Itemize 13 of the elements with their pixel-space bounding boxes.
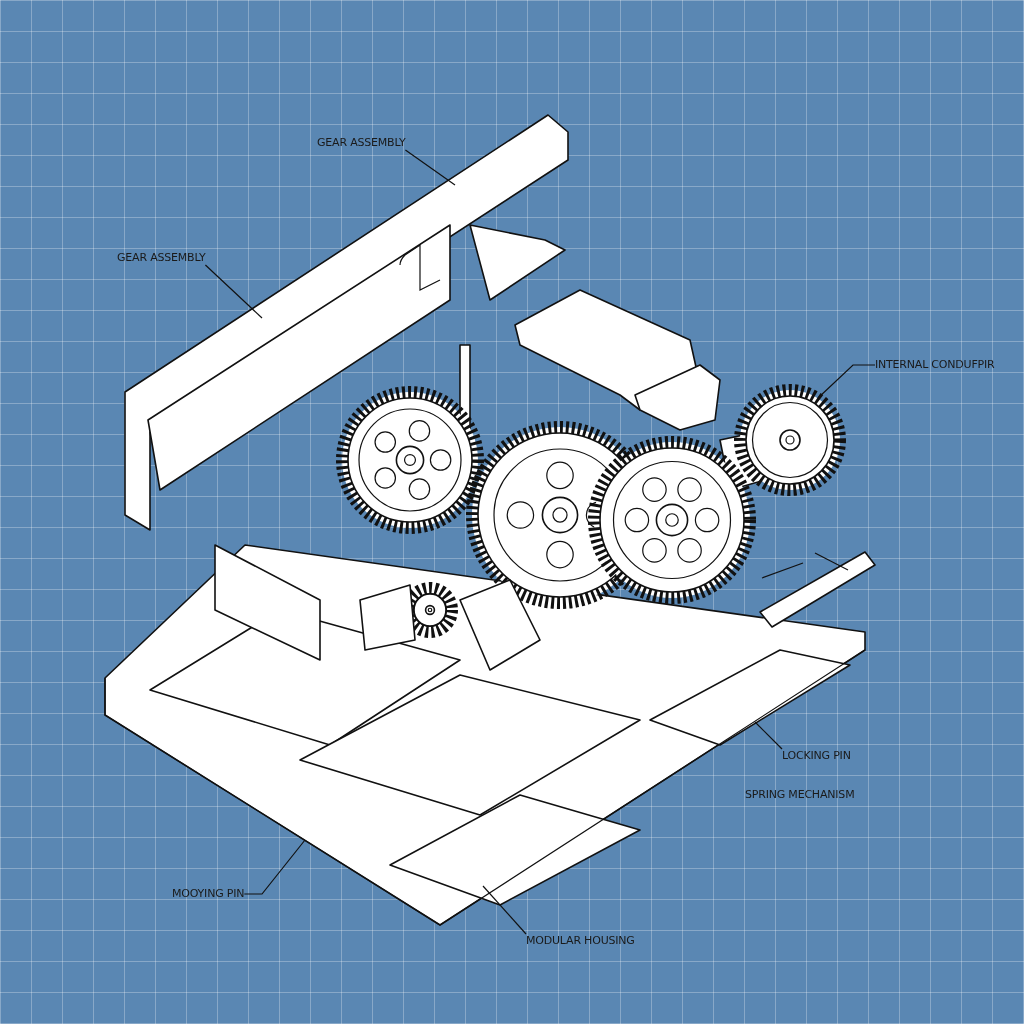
part-label: INTERNAL CONDUFPIR [875, 358, 995, 372]
leader-line [482, 885, 527, 935]
leader-line [204, 264, 263, 319]
part-label: MODULAR HOUSING [526, 934, 635, 948]
part-label: GEAR ASSEMBLY [117, 251, 206, 265]
leader-line [404, 149, 456, 186]
part-label: LOCKING PIN [782, 749, 851, 763]
leader-line [754, 721, 783, 750]
leader-line [243, 839, 306, 895]
part-label: SPRING MECHANISM [745, 788, 855, 802]
leader-line [817, 364, 876, 399]
part-label: GEAR ASSEMBLY [317, 136, 406, 150]
part-label: MOOYING PIN [172, 887, 245, 901]
